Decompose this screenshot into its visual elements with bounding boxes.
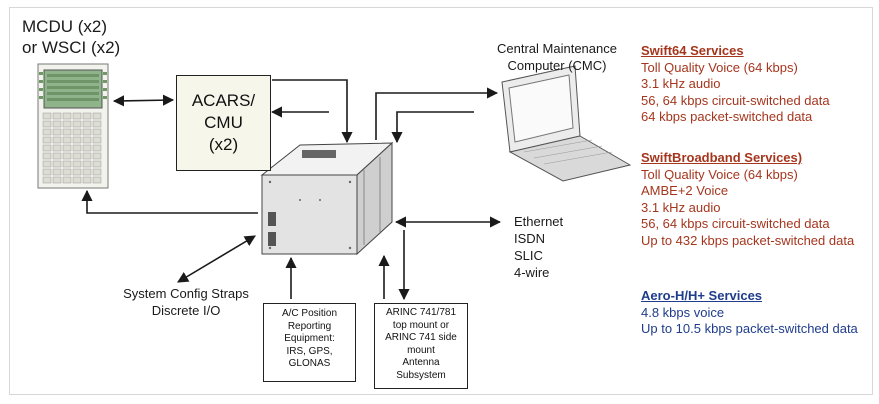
arrow-terminal-to-mcdu <box>81 189 258 214</box>
mcdu-key <box>72 176 82 184</box>
satcom-terminal-unit-icon <box>260 141 394 256</box>
mcdu-key <box>62 152 72 160</box>
mcdu-key <box>72 136 82 144</box>
mcdu-key <box>82 152 92 160</box>
mcdu-key <box>82 120 92 128</box>
ethernet-label: Ethernet ISDN SLIC 4-wire <box>514 214 564 280</box>
service-item: 56, 64 kbps circuit-switched data <box>641 216 830 231</box>
service-item: Toll Quality Voice (64 kbps) <box>641 59 798 75</box>
mcdu-key <box>42 112 52 120</box>
swiftbroadband-services-title: SwiftBroadband Services) <box>641 150 803 165</box>
mcdu-key <box>92 112 102 120</box>
mcdu-key <box>62 128 72 136</box>
mcdu-key <box>62 112 72 120</box>
mcdu-key <box>62 160 72 168</box>
aero-h-services-list: Aero-H/H+ Services 4.8 kbps voice Up to … <box>641 288 873 338</box>
mcdu-key <box>92 144 102 152</box>
acars-cmu-box: ACARS/ CMU (x2) <box>176 75 271 171</box>
aero-h-services-title: Aero-H/H+ Services <box>641 288 763 303</box>
mcdu-key <box>52 120 62 128</box>
mcdu-key <box>92 128 102 136</box>
mcdu-key <box>42 160 52 168</box>
mcdu-key <box>92 160 102 168</box>
cmc-label: Central Maintenance Computer (CMC) <box>497 41 617 73</box>
mcdu-key <box>42 120 52 128</box>
mcdu-key <box>82 128 92 136</box>
service-item: AMBE+2 Voice <box>641 183 729 198</box>
mcdu-key <box>72 112 82 120</box>
service-item: 64 kbps packet-switched data <box>641 109 813 124</box>
mcdu-key <box>52 144 62 152</box>
mcdu-key <box>62 136 72 144</box>
mcdu-key <box>72 120 82 128</box>
mcdu-key <box>92 152 102 160</box>
mcdu-key <box>52 160 62 168</box>
mcdu-key <box>52 128 62 136</box>
mcdu-key <box>42 144 52 152</box>
mcdu-key <box>52 152 62 160</box>
mcdu-key <box>82 136 92 144</box>
arrow-acars-to-terminal <box>272 79 353 144</box>
mcdu-key <box>62 176 72 184</box>
service-item: 4.8 kbps voice <box>641 304 725 320</box>
service-item: 3.1 kHz audio <box>641 199 721 215</box>
swiftbroadband-services-list: SwiftBroadband Services) Toll Quality Vo… <box>641 150 873 249</box>
mcdu-key <box>42 176 52 184</box>
mcdu-key <box>42 168 52 176</box>
mcdu-key <box>82 176 92 184</box>
mcdu-key <box>42 128 52 136</box>
laptop-icon <box>501 65 632 182</box>
system-config-straps-label: System Config Straps Discrete I/O <box>123 286 249 318</box>
mcdu-key <box>52 112 62 120</box>
arrow-mcdu-acars <box>112 94 175 107</box>
mcdu-key <box>82 144 92 152</box>
mcdu-key <box>72 168 82 176</box>
mcdu-key <box>72 144 82 152</box>
service-item: Toll Quality Voice (64 kbps) <box>641 166 798 182</box>
mcdu-key <box>72 128 82 136</box>
mcdu-key <box>42 136 52 144</box>
mcdu-device-icon <box>37 63 109 189</box>
mcdu-key <box>52 176 62 184</box>
swift64-services-title: Swift64 Services <box>641 43 744 58</box>
mcdu-key <box>52 168 62 176</box>
mcdu-key <box>92 176 102 184</box>
service-item: 3.1 kHz audio <box>641 76 721 91</box>
position-reporting-box: A/C Position Reporting Equipment: IRS, G… <box>263 303 356 382</box>
arrow-terminal-to-cmc <box>375 87 499 140</box>
diagram-frame <box>9 7 873 395</box>
mcdu-key <box>82 168 92 176</box>
service-item: Up to 10.5 kbps packet-switched data <box>641 321 858 336</box>
mcdu-label: MCDU (x2) or WSCI (x2) <box>22 17 121 57</box>
antenna-subsystem-box: ARINC 741/781 top mount or ARINC 741 sid… <box>374 303 468 389</box>
mcdu-key <box>72 152 82 160</box>
mcdu-key <box>62 168 72 176</box>
mcdu-key <box>92 120 102 128</box>
service-item: Up to 432 kbps packet-switched data <box>641 232 855 248</box>
mcdu-key <box>52 136 62 144</box>
mcdu-key <box>72 160 82 168</box>
mcdu-key <box>62 120 72 128</box>
arrow-straps <box>177 235 256 283</box>
swift64-services-list: Swift64 Services Toll Quality Voice (64 … <box>641 43 873 126</box>
arrow-cmc-to-terminal <box>391 111 474 144</box>
mcdu-key <box>42 152 52 160</box>
service-item: 56, 64 kbps circuit-switched data <box>641 92 830 108</box>
mcdu-key <box>82 160 92 168</box>
mcdu-key <box>92 168 102 176</box>
mcdu-key <box>62 144 72 152</box>
mcdu-key <box>82 112 92 120</box>
mcdu-key <box>92 136 102 144</box>
